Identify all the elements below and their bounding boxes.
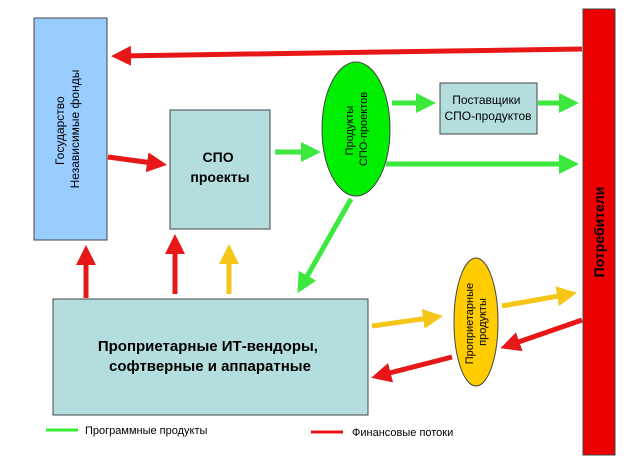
consumers-bar (582, 8, 616, 456)
proprietary-arrow-products-to-consumers (501, 286, 577, 309)
government-label: Государство Независимые фонды (53, 70, 82, 189)
proprietary-arrow-vendors-to-products (371, 308, 443, 329)
money-arrow-government-to-spo (107, 152, 167, 173)
legend-finance-label: Финансовые потоки (352, 427, 453, 439)
suppliers-label: Поставщики СПО-продуктов (445, 93, 532, 123)
software-arrow-products-to-vendors (297, 197, 354, 294)
suppliers-box (439, 82, 538, 135)
government-box (33, 17, 108, 241)
spo-projects-label: СПО проекты (190, 149, 249, 185)
consumers-label: Потребители (591, 187, 607, 278)
spo-products-ellipse (321, 61, 391, 197)
money-arrow-proprietary-to-vendors (371, 354, 453, 383)
money-arrow-consumers-to-government (111, 45, 583, 66)
proprietary-products-label: Проприетарные продукты (464, 280, 489, 364)
spo-products-label: Продукты СПО-проектов (344, 92, 370, 166)
money-arrow-consumers-to-proprietary (500, 317, 583, 352)
spo-projects-box (169, 109, 271, 230)
proprietary-products-ellipse (453, 257, 499, 387)
vendors-label: Проприетарные ИТ-вендоры, софтверные и а… (98, 338, 322, 375)
vendors-box (52, 298, 369, 416)
legend-software-label: Программные продукты (85, 425, 208, 437)
